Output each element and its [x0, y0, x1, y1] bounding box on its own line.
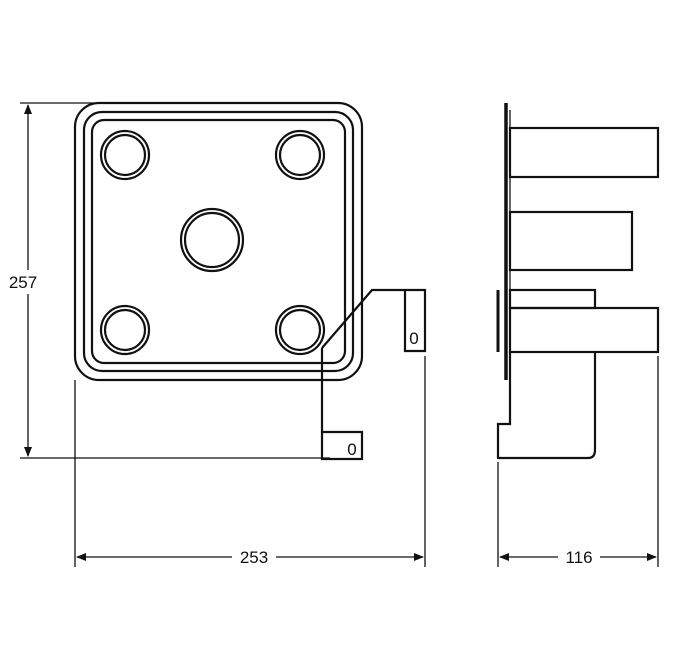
slot-mark-lower: 0: [347, 440, 356, 459]
frame-inner: [82, 110, 355, 373]
front-view: [73, 101, 427, 461]
housing-top: [508, 288, 597, 310]
handle-middle: [508, 210, 634, 272]
width-dimension: 253: [240, 548, 268, 567]
handle-bottom: [508, 306, 660, 354]
side-view: [496, 103, 660, 460]
bracket-upper: [321, 288, 427, 353]
depth-dimension: 116: [565, 548, 592, 567]
plate: [90, 118, 347, 365]
housing-body: [496, 352, 597, 460]
slot-mark-upper: 0: [409, 329, 418, 348]
outer-frame: [73, 101, 364, 382]
center-outlet: [179, 207, 245, 273]
height-dimension: 257: [9, 273, 37, 292]
bracket-lower: [320, 348, 364, 461]
mounting-holes: [99, 129, 326, 356]
dimension-lines: [0, 102, 659, 568]
handle-top: [508, 126, 660, 179]
